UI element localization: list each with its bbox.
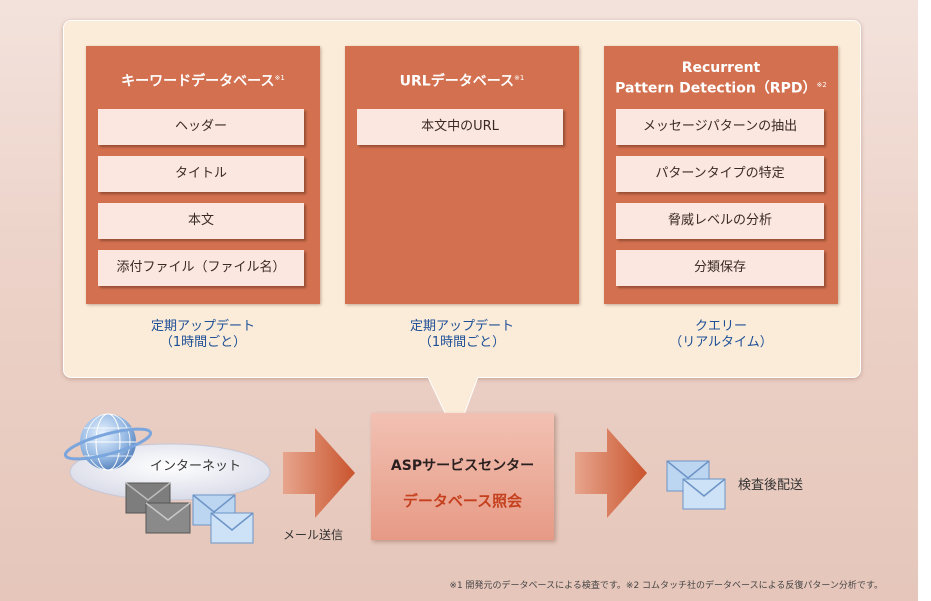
rpd-item-identify: パターンタイプの特定 [616,156,824,192]
keyword-item-header: ヘッダー [98,109,304,145]
keyword-item-title: タイトル [98,156,304,192]
keyword-item-body: 本文 [98,203,304,239]
footnote: ※1 開発元のデータベースによる検査です。※2 コムタッチ社のデータベースによる… [449,581,883,591]
envelope-icon-blue-2 [210,512,254,544]
envelope-icon-gray-2 [145,502,191,534]
send-arrow [283,428,355,518]
delivery-label: 検査後配送 [738,478,804,493]
rpd-panel: Recurrent Pattern Detection（RPD）※2 メッセージ… [604,46,838,304]
keyword-update-label: 定期アップデート （1時間ごと） [150,319,255,350]
rpd-item-extract: メッセージパターンの抽出 [616,109,824,145]
internet-label: インターネット [150,459,242,474]
rpd-item-store: 分類保存 [616,250,824,286]
asp-center-title: ASPサービスセンター [390,458,535,474]
url-database-title: URLデータベース※1 [399,73,525,90]
url-item-body-url: 本文中のURL [357,109,563,145]
rpd-update-label: クエリー （リアルタイム） [669,319,773,350]
url-update-label: 定期アップデート （1時間ごと） [409,319,514,350]
envelope-icon-delivered-2 [682,478,726,510]
rpd-title: Recurrent Pattern Detection（RPD）※2 [615,60,827,97]
rpd-item-analyze: 脅威レベルの分析 [616,203,824,239]
keyword-database-panel: キーワードデータベース※1 ヘッダー タイトル 本文 添付ファイル（ファイル名） [86,46,320,304]
mail-send-label: メール送信 [283,528,344,542]
url-database-panel: URLデータベース※1 本文中のURL [345,46,579,304]
keyword-database-title: キーワードデータベース※1 [121,73,285,90]
asp-service-center: ASPサービスセンター データベース照会 [371,413,554,540]
delivery-arrow [575,428,647,518]
globe-icon [63,413,153,471]
keyword-item-attachment: 添付ファイル（ファイル名） [98,250,304,286]
database-query-label: データベース照会 [402,492,523,510]
